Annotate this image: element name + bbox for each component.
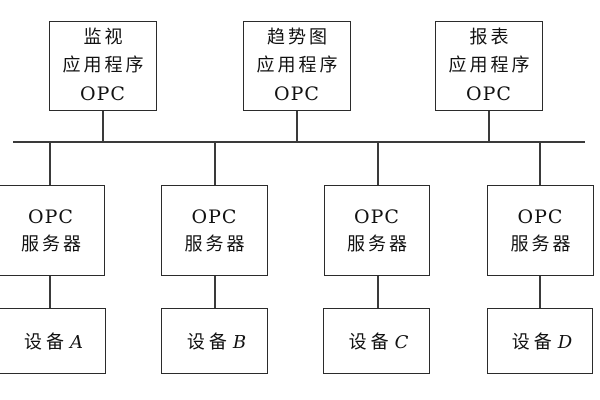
app-box-trend: 趋势图 应用程序 OPC (243, 21, 351, 111)
app-box-trend-line2: 应用程序 (256, 55, 341, 76)
app-box-report-line1: 报表 (469, 27, 512, 48)
app-box-report: 报表 应用程序 OPC (435, 21, 543, 111)
app-box-monitor: 监视 应用程序 OPC (49, 21, 157, 111)
app-box-monitor-line3: OPC (80, 83, 126, 105)
server-box-2-line1: OPC (191, 205, 238, 228)
app-box-report-line3: OPC (466, 83, 512, 105)
drop-bus-server3 (377, 142, 379, 186)
server-box-3: OPC 服务器 (324, 185, 430, 276)
device-d-letter: D (557, 332, 573, 353)
server-box-3-line1: OPC (354, 205, 400, 228)
drop-bus-server2 (214, 142, 216, 186)
connector-server4-device (539, 276, 541, 308)
app-box-trend-line3: OPC (274, 83, 320, 105)
app-box-trend-line1: 趋势图 (267, 27, 330, 48)
bus-line (13, 141, 585, 143)
server-box-2: OPC 服务器 (161, 185, 268, 276)
connector-app3-bus (488, 111, 490, 142)
app-box-monitor-line2: 应用程序 (62, 55, 147, 76)
server-box-4: OPC 服务器 (487, 185, 594, 276)
server-box-1-line2: 服务器 (21, 233, 84, 255)
drop-bus-server4 (539, 142, 541, 186)
app-box-monitor-line1: 监视 (83, 27, 126, 48)
connector-server1-device (49, 276, 51, 308)
device-a-letter: A (70, 332, 83, 353)
server-box-1-line1: OPC (28, 205, 74, 228)
device-b-letter: B (232, 332, 247, 353)
server-box-4-line1: OPC (517, 205, 564, 228)
server-box-4-line2: 服务器 (510, 233, 574, 255)
connector-server3-device (377, 276, 379, 308)
server-box-3-line2: 服务器 (347, 233, 410, 255)
connector-server2-device (214, 276, 216, 308)
server-box-1: OPC 服务器 (0, 185, 105, 276)
device-c-letter: C (394, 332, 409, 353)
drop-bus-server1 (49, 142, 51, 186)
server-box-2-line2: 服务器 (184, 233, 248, 255)
app-box-report-line2: 应用程序 (448, 55, 533, 76)
connector-app2-bus (296, 111, 298, 142)
connector-app1-bus (102, 111, 104, 142)
